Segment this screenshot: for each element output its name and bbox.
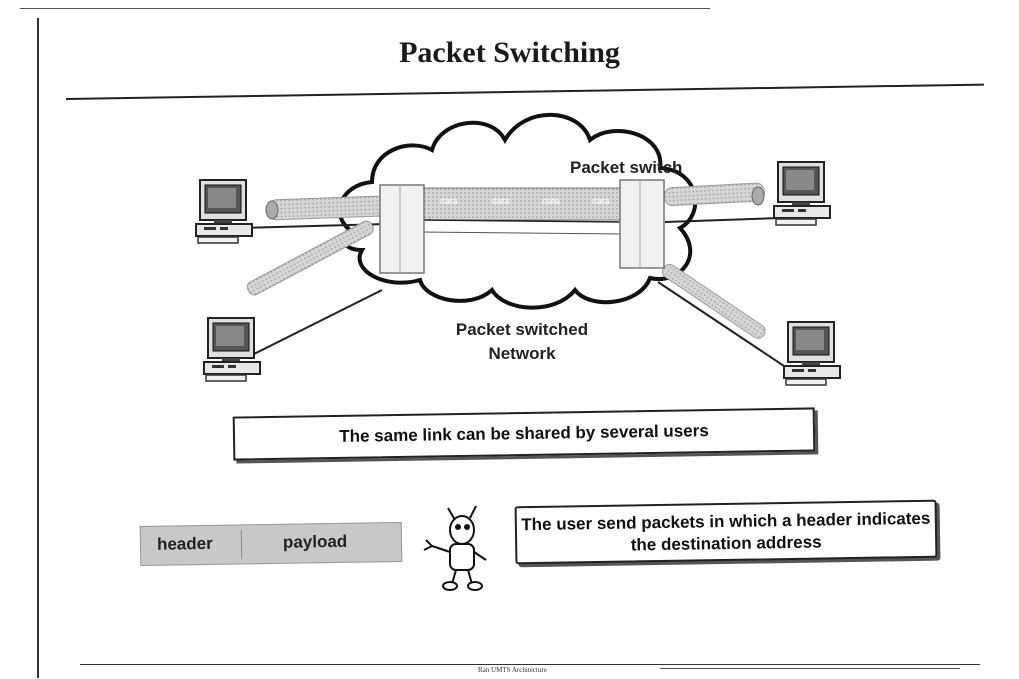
packet-label: data [492,196,510,206]
packet-label: data [440,196,458,206]
user-note: The user send packets in which a header … [514,499,938,565]
scan-edge [20,8,710,9]
network-links [239,182,791,371]
packet-switch-label: Packet switch [570,158,683,177]
shared-link-note: The same link can be shared by several u… [232,407,816,461]
packet-label: data [542,196,560,206]
slide-title: Packet Switching [399,36,620,69]
slide-left-border [37,18,39,678]
footer-divider [80,664,980,665]
packet-label: data [592,196,610,206]
packet-switch-icon [379,179,665,274]
network-label: Packet switched Network [455,320,589,363]
footer-text: Ran UMTS Architecture [478,666,547,674]
packet-format: header payload [139,521,403,567]
cartoon-pointer-icon [423,505,487,591]
packet-divider [240,529,243,560]
footer-divider-shadow [660,668,960,669]
packet-header-label: header [156,533,213,554]
packet-payload-label: payload [282,531,348,552]
